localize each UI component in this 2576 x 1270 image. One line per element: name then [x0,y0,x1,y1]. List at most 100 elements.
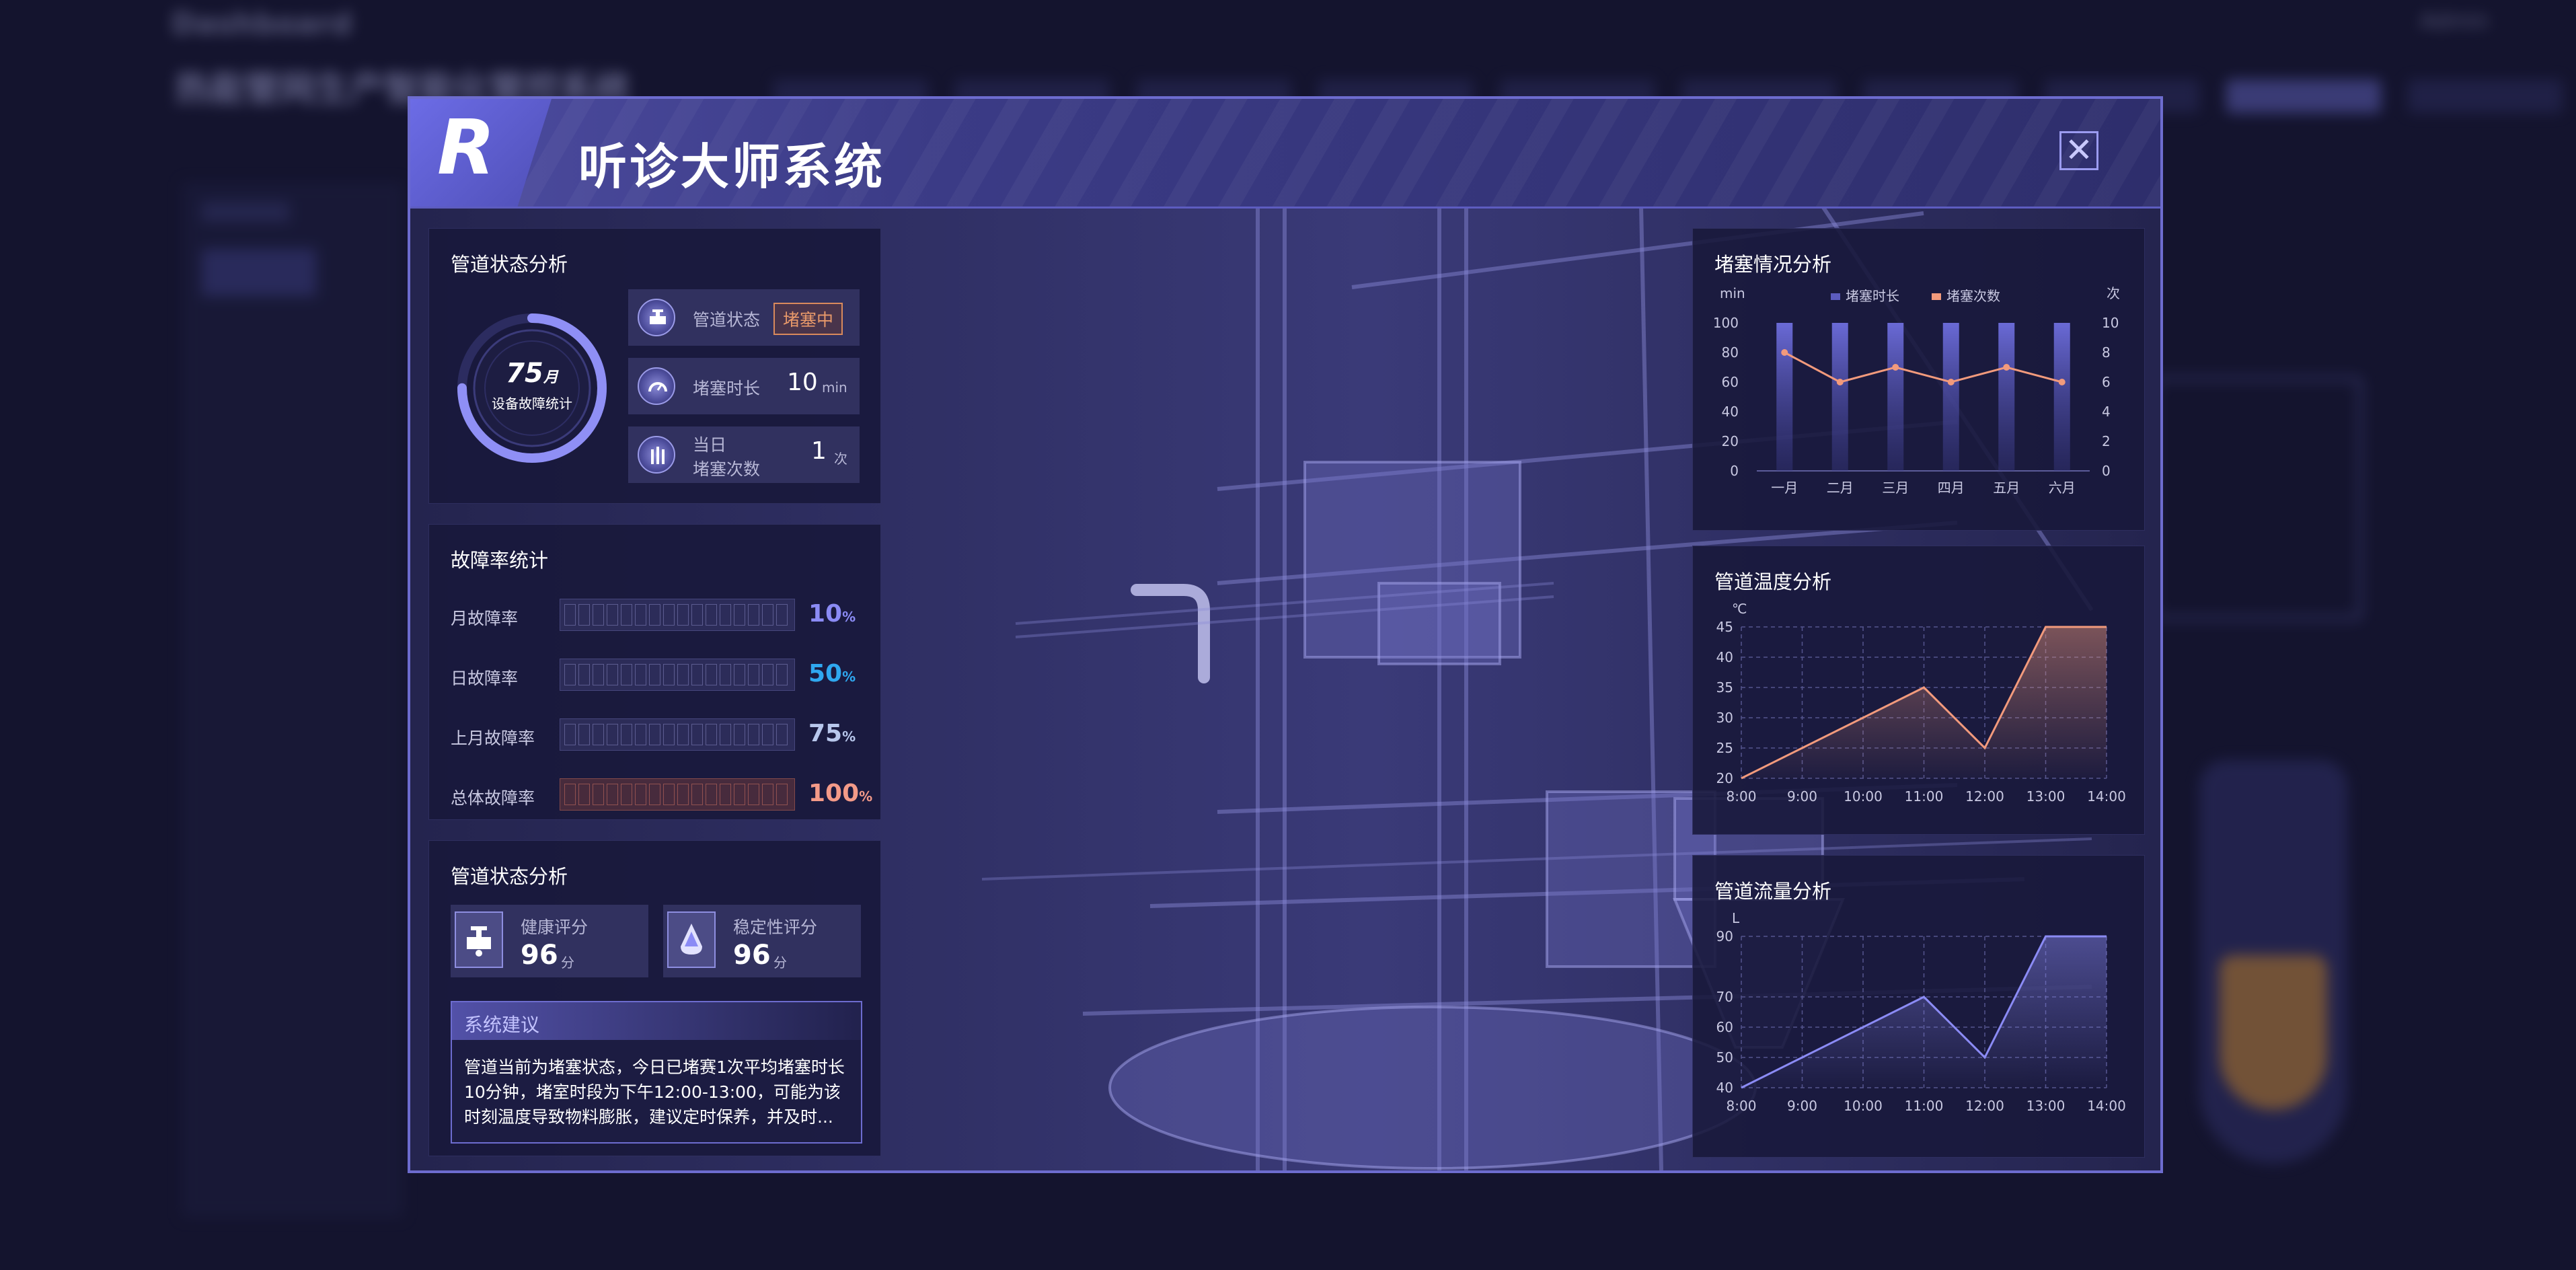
area-fill [1741,627,2107,778]
x-tick-label: 四月 [1938,480,1965,496]
fault-rate-label: 月故障率 [451,609,519,628]
fault-rate-bar [560,718,795,751]
line-series [1741,626,2107,780]
advice-text: 管道当前为堵塞状态，今日已堵赛1次平均堵塞时长10分钟，堵室时段为下午12:00… [464,1057,845,1127]
fault-ring-gauge: 75月 设备故障统计 [455,311,609,465]
fault-rate-row: 月故障率 10% [451,599,856,632]
daily-blockage-count-value: 1 [811,437,827,465]
fault-rate-value: 10% [808,600,856,628]
panel-title: 堵塞情况分析 [1714,253,1832,276]
line-series [1741,935,2107,1089]
logo-plate: R [410,99,552,207]
stat-card-blockage-duration: 堵塞时长 10 min [628,358,860,414]
line-point-1 [1836,379,1844,385]
blockage-duration-unit: min [822,379,847,396]
line-point-3 [1947,379,1955,385]
y-tick-label: 100 [1713,315,1739,331]
line-point-2 [1892,364,1899,371]
x-tick-label: 14:00 [2087,1098,2126,1114]
stat-label: 当日 堵塞次数 [693,435,761,479]
y-tick-label: 30 [1716,710,1733,726]
x-tick-label: 二月 [1827,480,1854,496]
stat-card-pipeline-status: 管道状态 堵塞中 [628,289,860,346]
x-tick-label: 12:00 [1965,1098,2004,1114]
background-sidebar-heading [202,202,289,222]
x-tick-label: 13:00 [2026,1098,2066,1114]
close-icon[interactable]: ✕ [2065,130,2093,170]
ring-label: 设备故障统计 [492,396,572,412]
valve-icon [638,299,675,336]
y-tick-label: 40 [1722,404,1739,420]
fault-rate-row: 上月故障率 75% [451,718,856,752]
fault-rate-bar [560,599,795,631]
fault-rate-value: 50% [808,660,856,687]
ring-value: 75月 [506,358,558,389]
bar-2 [1887,323,1904,471]
background-diagram [2152,377,2362,620]
x-tick-label: 三月 [1882,480,1909,496]
y2-tick-label: 4 [2102,404,2111,420]
y-tick-label: 60 [1722,374,1739,390]
background-user: Admin [2420,8,2489,34]
score-label: 健康评分 [521,918,589,937]
x-tick-label: 14:00 [2087,788,2126,805]
close-button[interactable]: ✕ [2059,131,2098,170]
y-axis-unit: ℃ [1732,601,1747,617]
x-tick-label: 10:00 [1844,788,1883,805]
background-tank-fill [2220,955,2327,1110]
bar-5 [2053,323,2070,471]
valve-icon [455,911,503,968]
health-score-card: 健康评分 96 分 [451,905,648,977]
stat-label: 堵塞时长 [693,379,761,398]
system-logo: R [437,104,496,192]
y2-tick-label: 8 [2102,344,2111,361]
pipeline-health-panel: 管道状态分析 健康评分 96 分 稳定性评分 96 分 系统建议 管道当前为堵塞… [428,840,881,1156]
y-tick-label: 90 [1716,928,1733,944]
y-tick-label: 25 [1716,740,1733,756]
ring-graphic [457,313,607,463]
legend-label: 堵塞次数 [1946,288,2000,304]
area-fill [1741,936,2107,1088]
line-point-5 [2058,379,2066,385]
fault-rate-label: 总体故障率 [451,788,535,808]
stat-card-daily-blockage-count: 当日 堵塞次数 1 次 [628,426,860,483]
legend-label: 堵塞时长 [1846,288,1899,304]
y-axis-unit: L [1732,910,1740,926]
x-tick-label: 9:00 [1787,788,1817,805]
stat-label: 管道状态 [693,310,761,330]
y2-tick-label: 6 [2102,374,2111,390]
modal-title: 听诊大师系统 [578,139,886,195]
pipeline-status-panel: 管道状态分析 75月 设备故障统计 管道状态 堵塞中 堵塞时长 10 [428,228,881,504]
line-series [1784,351,2063,383]
fault-rate-label: 上月故障率 [451,729,535,748]
fault-rate-bar [560,778,795,811]
bar-3 [1942,323,1959,471]
y-tick-label: 80 [1722,344,1739,361]
y-tick-label: 40 [1716,1080,1733,1096]
fault-rate-bar [560,659,795,691]
fault-rate-value: 75% [808,720,856,747]
y-tick-label: 70 [1716,989,1733,1005]
fault-rate-value: 100% [808,780,873,807]
modal-header: R 听诊大师系统 ✕ [410,99,2160,209]
stability-score-card: 稳定性评分 96 分 [663,905,861,977]
y2-tick-label: 10 [2102,315,2119,331]
x-tick-label: 六月 [2049,480,2076,496]
x-tick-label: 9:00 [1787,1098,1817,1114]
y-tick-label: 50 [1716,1049,1733,1066]
y-tick-label: 40 [1716,649,1733,665]
health-score-unit: 分 [561,955,574,971]
bar-0 [1776,323,1793,471]
background-sidebar [182,182,404,1218]
legend-swatch [1932,293,1941,300]
x-tick-label: 11:00 [1905,1098,1944,1114]
health-score-value: 96 [521,940,558,971]
